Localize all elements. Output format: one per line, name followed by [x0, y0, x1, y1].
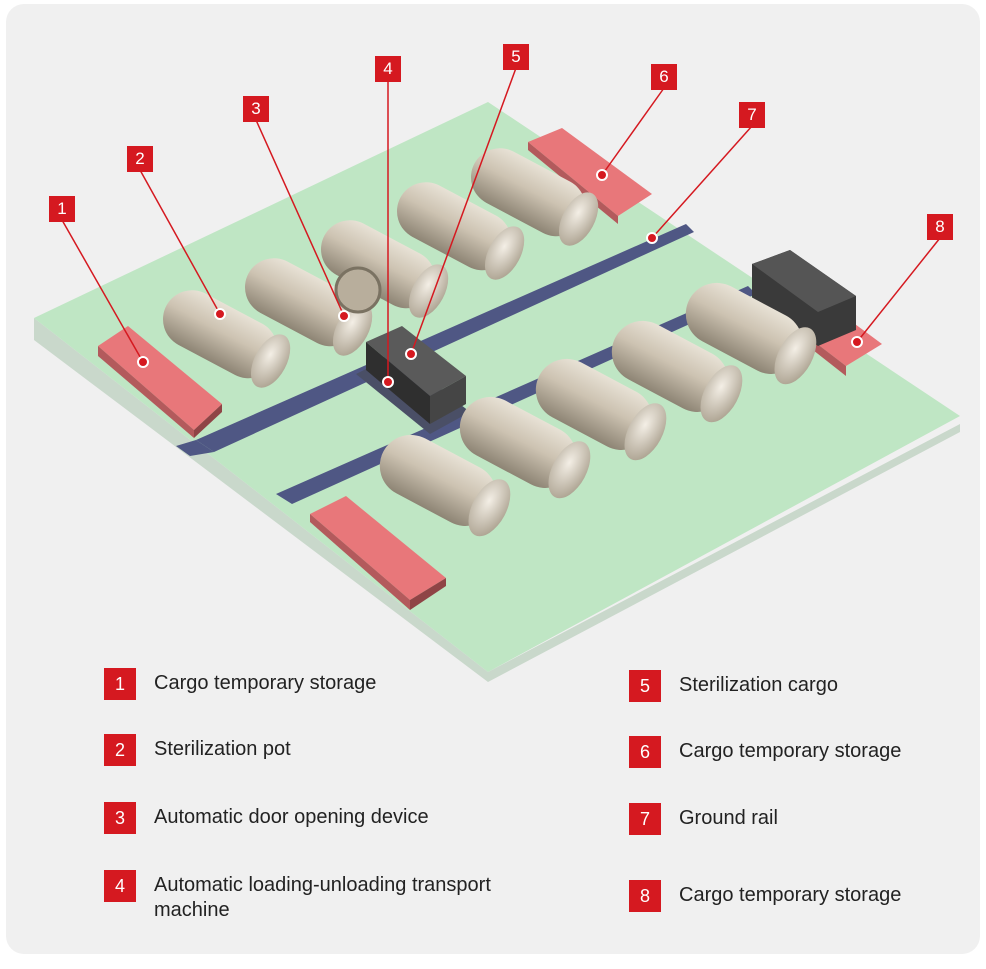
legend-number-2: 2 [104, 734, 136, 766]
legend-item-1: 1 Cargo temporary storage [104, 668, 376, 700]
leader-dot-8 [851, 336, 863, 348]
leader-dot-2 [214, 308, 226, 320]
legend-label-3: Automatic door opening device [154, 806, 429, 828]
legend-number-5: 5 [629, 670, 661, 702]
leader-line-5 [410, 67, 517, 355]
legend-number-7: 7 [629, 803, 661, 835]
callout-6: 6 [651, 64, 677, 90]
leader-line-3 [255, 119, 345, 317]
leader-line-2 [139, 169, 221, 315]
legend-label-5: Sterilization cargo [679, 674, 838, 696]
leader-dot-5 [405, 348, 417, 360]
legend-label-2: Sterilization pot [154, 738, 291, 760]
leader-dot-7 [646, 232, 658, 244]
legend-number-8: 8 [629, 880, 661, 912]
legend-number-6: 6 [629, 736, 661, 768]
legend-item-7: 7 Ground rail [629, 803, 778, 835]
leader-line-1 [61, 219, 144, 363]
legend-item-2: 2 Sterilization pot [104, 734, 291, 766]
legend-label-6: Cargo temporary storage [679, 740, 902, 762]
legend-item-6: 6 Cargo temporary storage [629, 736, 901, 768]
legend-item-3: 3 Automatic door opening device [104, 802, 429, 834]
callout-1: 1 [49, 196, 75, 222]
legend-label-4: Automatic loading-unloading transport ma… [154, 874, 491, 921]
leader-dot-4 [382, 376, 394, 388]
leader-lines [61, 67, 941, 382]
callout-5: 5 [503, 44, 529, 70]
leader-line-7 [651, 125, 753, 239]
callout-3: 3 [243, 96, 269, 122]
transport-machine [356, 326, 470, 434]
floor-platform [34, 102, 960, 682]
callout-2: 2 [127, 146, 153, 172]
legend-label-7: Ground rail [679, 807, 778, 829]
leader-line-8 [856, 237, 941, 343]
legend-number-1: 1 [104, 668, 136, 700]
sterilization-pots-front-row [379, 282, 817, 537]
leader-dot-1 [137, 356, 149, 368]
storage-9 [310, 496, 446, 610]
leader-line-6 [601, 87, 665, 176]
legend-number-3: 3 [104, 802, 136, 834]
legend-label-1: Cargo temporary storage [154, 672, 377, 694]
legend-item-5: 5 Sterilization cargo [629, 670, 838, 702]
legend-label-8: Cargo temporary storage [679, 884, 902, 906]
callout-7: 7 [739, 102, 765, 128]
legend-number-4: 4 [104, 870, 136, 902]
leader-dots [137, 169, 863, 388]
legend-item-8: 8 Cargo temporary storage [629, 880, 901, 912]
leader-dot-3 [338, 310, 350, 322]
legend-item-4: 4 Automatic loading-unloading transport … [104, 870, 494, 923]
callout-4: 4 [375, 56, 401, 82]
leader-dot-6 [596, 169, 608, 181]
storage-1 [98, 326, 222, 438]
callout-8: 8 [927, 214, 953, 240]
